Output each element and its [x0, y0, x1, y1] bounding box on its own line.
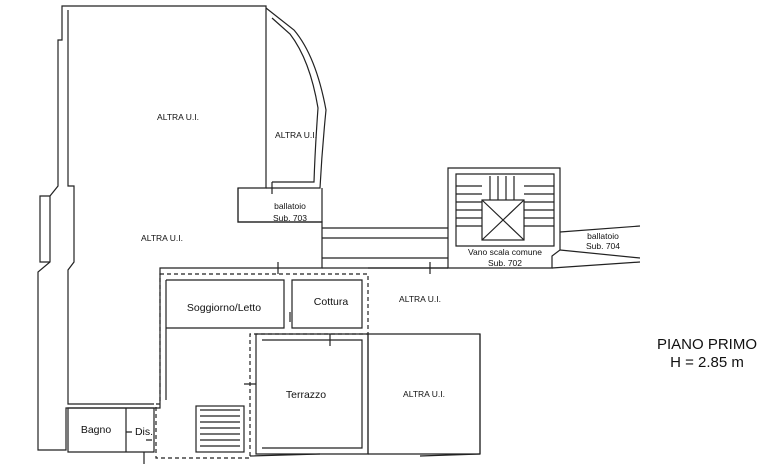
exterior-line — [249, 453, 481, 457]
room-label-vano-scala: Vano scala comune — [468, 247, 542, 257]
curved-unit-wall — [265, 7, 327, 189]
room-label-ballatoio-703-sub: Sub. 703 — [273, 213, 307, 223]
door-marks — [126, 182, 431, 464]
plan-title: PIANO PRIMO H = 2.85 m — [640, 336, 774, 372]
room-label-dis: Dis. — [135, 426, 153, 438]
room-label-ballatoio-704-sub: Sub. 704 — [586, 241, 620, 251]
stair-steps — [456, 176, 554, 227]
room-label-altra-ui-curved: ALTRA U.I. — [275, 130, 317, 140]
room-label-altra-ui-bottom: ALTRA U.I. — [403, 389, 445, 399]
ballatoio-703-wall — [237, 188, 323, 223]
terrazzo-inner — [262, 339, 363, 449]
stair-core-cross — [481, 199, 525, 241]
room-label-ballatoio-703: ballatoio — [274, 201, 306, 211]
apartment-boundary — [155, 273, 369, 459]
cottura-wall — [291, 279, 363, 329]
main-block-inner-wall — [67, 10, 154, 405]
room-label-bagno: Bagno — [81, 424, 112, 436]
bagno-wall — [67, 407, 155, 453]
main-block-outer-wall — [37, 5, 323, 451]
bottom-unit-wall — [367, 334, 481, 454]
stair-block-inner — [455, 173, 555, 247]
room-label-terrazzo: Terrazzo — [286, 389, 326, 401]
small-stair-steps — [200, 409, 240, 447]
small-stair — [195, 405, 245, 453]
room-label-cottura: Cottura — [314, 296, 349, 308]
room-label-altra-ui-top-left: ALTRA U.I. — [157, 112, 199, 122]
room-label-altra-ui-mid-left: ALTRA U.I. — [141, 233, 183, 243]
plan-title-floor: PIANO PRIMO — [656, 336, 757, 353]
stair-core — [481, 199, 525, 241]
ballatoio-704-wall — [551, 225, 641, 269]
left-wall-detail — [39, 195, 50, 263]
room-label-vano-scala-sub: Sub. 702 — [488, 258, 522, 268]
room-label-soggiorno: Soggiorno/Letto — [187, 302, 261, 314]
corridor-wall — [322, 227, 448, 269]
room-label-ballatoio-704: ballatoio — [587, 231, 619, 241]
room-label-altra-ui-center: ALTRA U.I. — [399, 294, 441, 304]
curved-unit-inner — [271, 17, 319, 183]
plan-title-height: H = 2.85 m — [670, 354, 744, 371]
soggiorno-wall — [166, 279, 285, 329]
